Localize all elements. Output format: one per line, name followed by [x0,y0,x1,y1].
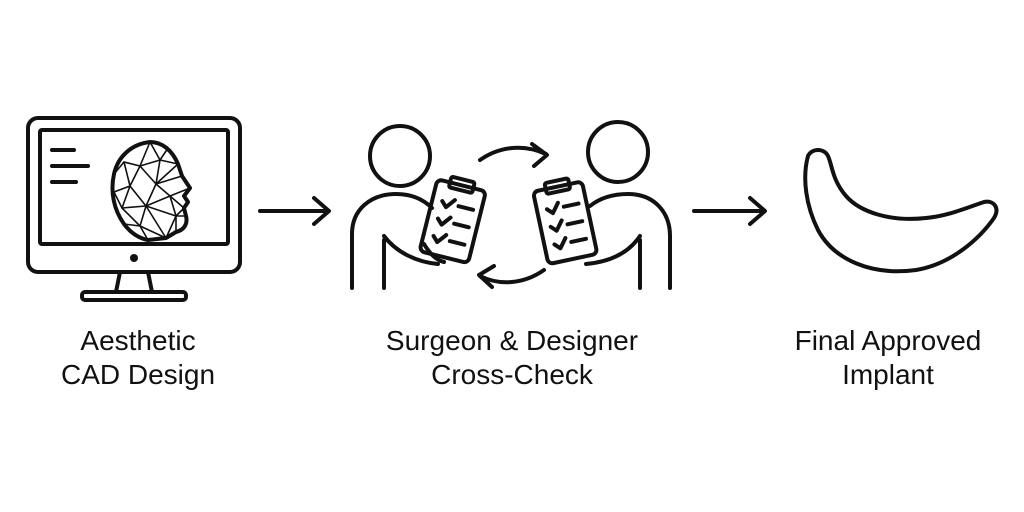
step-label-line: Cross-Check [431,359,593,390]
step-label-line: Final Approved [794,325,982,356]
step-label-line: Aesthetic [80,325,196,356]
left-clipboard-icon [418,175,487,265]
step-label-line: CAD Design [60,359,216,390]
arrow-right-icon [692,196,767,226]
exchange-arrows-icon [477,142,549,289]
computer-monitor-icon [26,116,242,302]
screen-text-lines [50,148,90,184]
right-clipboard-icon [531,176,599,266]
two-people-exchange-icon [350,120,672,290]
arrow-right-icon [258,196,331,226]
face-wireframe-icon [110,140,192,242]
left-person-icon [350,124,440,290]
curved-implant-icon [803,148,999,274]
step-label-cad-design: Aesthetic CAD Design [30,324,246,392]
step-label-final-implant: Final Approved Implant [770,324,1006,392]
step-label-line: Surgeon & Designer [385,325,639,356]
right-person-icon [584,120,672,290]
step-label-cross-check: Surgeon & Designer Cross-Check [352,324,672,392]
step-label-line: Implant [842,359,934,390]
